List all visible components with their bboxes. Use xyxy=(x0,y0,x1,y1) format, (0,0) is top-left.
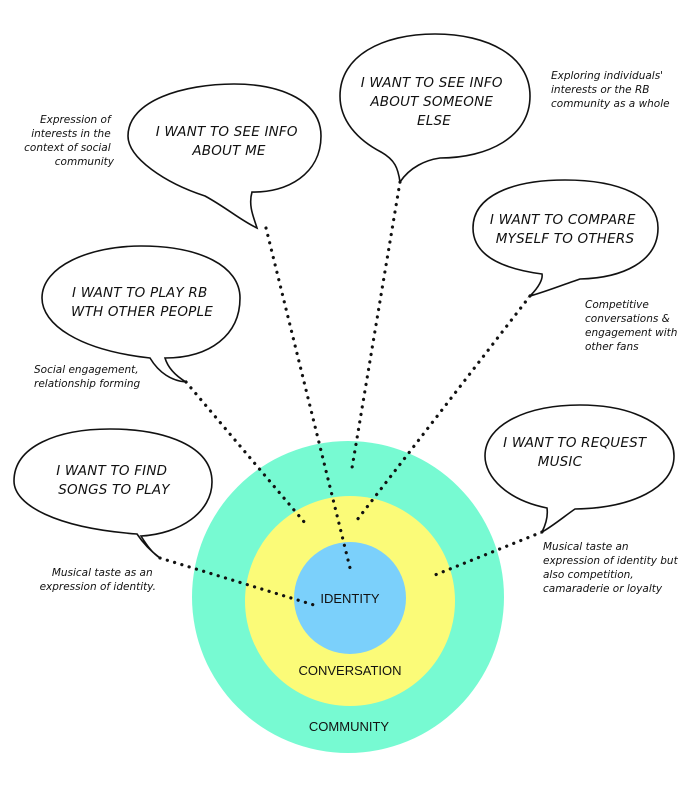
note-compare-line2: conversations & xyxy=(585,313,670,325)
note-info-else-line3: community as a whole xyxy=(551,98,670,110)
note-play-line2: relationship forming xyxy=(34,378,141,390)
identity-label: IDENTITY xyxy=(320,591,380,606)
note-compare-line1: Competitive xyxy=(585,299,649,311)
svg-text:Competitive conversations: Competitive conversations & engagement w… xyxy=(585,299,681,353)
bubble-play-line1: I WANT TO PLAY RB xyxy=(72,285,207,301)
bubble-compare-line2: MYSELF TO OTHERS xyxy=(496,231,635,247)
bubble-info-me xyxy=(127,83,322,230)
connector-play xyxy=(184,380,307,525)
svg-text:Musical taste an expressio: Musical taste an expression of identity … xyxy=(543,541,681,595)
note-info-else-line1: Exploring individuals' xyxy=(551,70,663,82)
note-compare-line3: engagement with xyxy=(585,327,677,339)
note-info-else-line2: interests or the RB xyxy=(551,84,649,96)
note-info-me-line3: context of social xyxy=(24,142,111,154)
note-info-me-line2: interests in the xyxy=(31,128,110,140)
svg-text:Musical taste as an expres: Musical taste as an expression of identi… xyxy=(40,567,156,593)
note-request-line2: expression of identity but xyxy=(543,555,679,567)
bubble-find-line1: I WANT TO FIND xyxy=(56,463,167,479)
note-info-me-line4: community xyxy=(55,156,115,168)
connector-info-me xyxy=(264,226,352,570)
identity-circle xyxy=(294,542,406,654)
svg-text:Exploring individuals' int: Exploring individuals' interests or the … xyxy=(551,70,670,110)
note-play-line1: Social engagement, xyxy=(34,364,139,376)
bubble-find xyxy=(13,428,213,559)
bubble-info-else-line3: ELSE xyxy=(417,113,451,129)
conversation-label: CONVERSATION xyxy=(298,663,401,678)
connector-request xyxy=(428,530,544,579)
svg-text:Expression of interests in: Expression of interests in the context o… xyxy=(24,114,115,168)
bubble-request-line2: MUSIC xyxy=(538,454,583,470)
note-find-line1: Musical taste as an xyxy=(52,567,153,579)
note-request-line1: Musical taste an xyxy=(543,541,629,553)
bubble-info-me-line1: I WANT TO SEE INFO xyxy=(156,124,298,140)
bubble-info-else xyxy=(339,33,531,185)
bubble-info-else-line2: ABOUT SOMEONE xyxy=(369,94,493,110)
bubble-request xyxy=(484,404,675,534)
connector-info-else xyxy=(350,180,402,470)
note-info-me-line1: Expression of xyxy=(40,114,113,126)
svg-text:I WANT TO PLAY RB WTH OTHE: I WANT TO PLAY RB WTH OTHER PEOPLE xyxy=(71,285,213,320)
svg-text:I WANT TO SEE INFO ABOUT S: I WANT TO SEE INFO ABOUT SOMEONE ELSE xyxy=(361,75,507,129)
note-request-line3: also competition, xyxy=(543,569,634,581)
svg-text:I WANT TO COMPARE MYSELF T: I WANT TO COMPARE MYSELF TO OTHERS xyxy=(490,212,640,247)
bubble-info-else-line1: I WANT TO SEE INFO xyxy=(361,75,503,91)
connector-compare xyxy=(355,294,532,522)
bubble-play-line2: WTH OTHER PEOPLE xyxy=(71,304,213,320)
svg-text:Social engagement, relatio: Social engagement, relationship forming xyxy=(34,364,142,390)
svg-text:I WANT TO FIND SONGS TO PL: I WANT TO FIND SONGS TO PLAY xyxy=(56,463,172,498)
bubble-play xyxy=(41,245,241,383)
note-find-line2: expression of identity. xyxy=(40,581,156,593)
bubble-compare xyxy=(472,179,659,298)
note-compare-line4: other fans xyxy=(585,341,639,353)
bubble-info-me-line2: ABOUT ME xyxy=(191,143,266,159)
bubble-find-line2: SONGS TO PLAY xyxy=(58,482,171,498)
note-request-line4: camaraderie or loyalty xyxy=(543,583,663,595)
svg-text:I WANT TO SEE INFO ABOUT M: I WANT TO SEE INFO ABOUT ME xyxy=(156,124,302,159)
bubble-request-line1: I WANT TO REQUEST xyxy=(503,435,648,451)
svg-text:I WANT TO REQUEST MUSIC: I WANT TO REQUEST MUSIC xyxy=(503,435,651,470)
community-label: COMMUNITY xyxy=(309,719,389,734)
bubble-compare-line1: I WANT TO COMPARE xyxy=(490,212,636,228)
